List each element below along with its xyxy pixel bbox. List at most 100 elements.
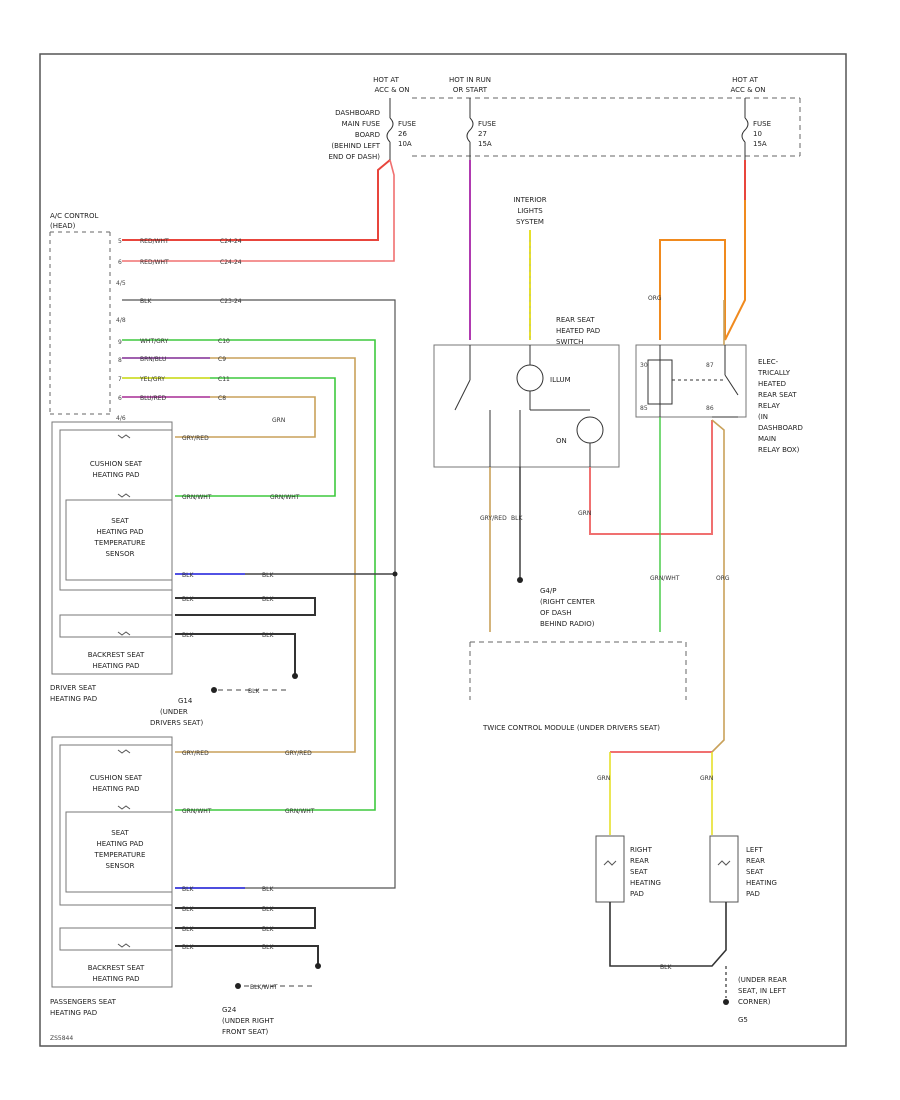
fuse-10-num: 10: [753, 130, 762, 138]
fuse-27-num: 27: [478, 130, 487, 138]
fuse-panel-label-5: END OF DASH): [328, 153, 380, 161]
ground-center-label-4: BEHIND RADIO): [540, 620, 595, 628]
acc-pin-3: 4/5: [116, 280, 126, 287]
fuse-26-name: FUSE: [398, 120, 416, 128]
wire-label-blk: BLK: [140, 298, 152, 305]
passenger-backrest-label-1: BACKREST SEAT: [88, 964, 145, 972]
hot-run-label-2: OR START: [453, 86, 488, 94]
wire-circuit-5: C9: [218, 356, 226, 363]
acc-pin-2: 6: [118, 259, 122, 266]
relay-label-2: TRICALLY: [757, 369, 791, 377]
relay-label-8: MAIN: [758, 435, 776, 443]
acc-pin-4: 4/8: [116, 317, 126, 324]
passenger-sensor-label-1: SEAT: [111, 829, 129, 837]
twice-control-module: TWICE CONTROL MODULE (UNDER DRIVERS SEAT…: [482, 724, 713, 835]
wire-label-grn-1: GRN: [272, 417, 285, 424]
driver-seat-label-2: HEATING PAD: [50, 695, 97, 703]
passenger-sensor-label-4: SENSOR: [106, 862, 135, 870]
fuse-10-name: FUSE: [753, 120, 771, 128]
right-rear-seat-heating-pad: RIGHT REAR SEAT HEATING PAD: [595, 835, 661, 903]
rear-switch-label-1: REAR SEAT: [556, 316, 595, 324]
twice-module-label: TWICE CONTROL MODULE (UNDER DRIVERS SEAT…: [482, 724, 660, 732]
driver-seat-label-1: DRIVER SEAT: [50, 684, 97, 692]
wire-label-gry-red-1: GRY/RED: [182, 435, 209, 442]
passenger-cushion-label-2: HEATING PAD: [92, 785, 139, 793]
ground-rear-label-4: G5: [738, 1016, 748, 1024]
footer-id: ZS5844: [50, 1035, 73, 1042]
wire-blk-acc: [122, 299, 396, 889]
wire-label-blk-9: BLK: [262, 906, 274, 913]
wire-circuit-3: C23-24: [220, 298, 242, 305]
fuse-26: FUSE 26 10A: [386, 98, 416, 160]
rear-switch-label-3: SWITCH: [556, 338, 583, 346]
passenger-seat-wires: GRY/RED GRY/RED GRN/WHT GRN/WHT BLK BLK …: [175, 750, 321, 1036]
left-rear-pad-label-5: PAD: [746, 890, 760, 898]
acc-pin-9: 4/6: [116, 415, 126, 422]
wire-circuit-2: C24-24: [220, 259, 242, 266]
wire-label-wht-gry: WHT/GRY: [140, 338, 169, 345]
wire-label-blu-2: BLK: [182, 886, 194, 893]
wire-label-blu-1: BLK: [182, 572, 194, 579]
wire-label-grn-wht-4: GRN/WHT: [285, 808, 315, 815]
left-rear-pad-label-3: SEAT: [746, 868, 764, 876]
relay-feed-wires: ORG GRN/WHT ORG: [648, 160, 746, 753]
driver-cushion-label-2: HEATING PAD: [92, 471, 139, 479]
relay-pin-30: 30: [640, 362, 648, 369]
rear-ground-wires: BLK (UNDER REAR SEAT, IN LEFT CORNER) G5: [609, 902, 787, 1024]
driver-cushion-label-1: CUSHION SEAT: [90, 460, 143, 468]
wire-blu-red: [122, 396, 316, 438]
hot-acc-label-1: HOT AT: [373, 76, 400, 84]
driver-seat-heating-pad: CUSHION SEAT HEATING PAD SEAT HEATING PA…: [50, 421, 173, 703]
fuse-27-name: FUSE: [478, 120, 496, 128]
passenger-cushion-label-1: CUSHION SEAT: [90, 774, 143, 782]
wire-label-brn-blu: BRN/BLU: [140, 356, 166, 363]
wire-label-blk-10: BLK: [182, 926, 194, 933]
passenger-seat-label-1: PASSENGERS SEAT: [50, 998, 117, 1006]
left-rear-seat-heating-pad: LEFT REAR SEAT HEATING PAD: [709, 835, 777, 903]
fuse-panel-label-2: MAIN FUSE: [342, 120, 380, 128]
acc-control-head: A/C CONTROL (HEAD) 5 6 4/5 4/8 9 8 7 6 4…: [49, 212, 126, 422]
interior-lights-label-3: SYSTEM: [516, 218, 544, 226]
driver-sensor-label-4: SENSOR: [106, 550, 135, 558]
wire-label-grn-wht-2: GRN/WHT: [270, 494, 300, 501]
fuse-26-num: 26: [398, 130, 407, 138]
wire-label-blk-15: BLK: [660, 964, 672, 971]
ground-pass-label-1: G24: [222, 1006, 237, 1014]
fuse-panel-label-4: (BEHIND LEFT: [331, 142, 380, 150]
passenger-backrest-label-2: HEATING PAD: [92, 975, 139, 983]
wire-label-gry-red-4: GRY/RED: [480, 515, 507, 522]
relay-label-5: RELAY: [758, 402, 781, 410]
wire-label-blk-6: BLK: [248, 688, 260, 695]
acc-pin-6: 8: [118, 357, 122, 364]
wire-label-red-1: RED/WHT: [140, 238, 169, 245]
driver-seat-wires: GRY/RED GRN/WHT GRN/WHT BLK BLK BLK BLK …: [150, 435, 398, 727]
relay-pin-86: 86: [706, 405, 714, 412]
passenger-seat-heating-pad: CUSHION SEAT HEATING PAD SEAT HEATING PA…: [50, 736, 173, 1017]
right-rear-pad-label-3: SEAT: [630, 868, 648, 876]
wire-wht-gry: [122, 339, 376, 811]
acc-pin-1: 5: [118, 238, 122, 245]
wire-yel-gry: [122, 377, 336, 497]
relay-label-7: DASHBOARD: [758, 424, 803, 432]
rear-switch-label-2: HEATED PAD: [556, 327, 600, 335]
acc-pin-8: 6: [118, 395, 122, 402]
wire-label-yel-gry: YEL/GRY: [139, 376, 165, 383]
wire-label-grn-2: GRN: [578, 510, 591, 517]
wire-label-grn-3: GRN: [597, 775, 610, 782]
wire-label-blk-14: BLK: [511, 515, 523, 522]
right-rear-pad-label-1: RIGHT: [630, 846, 653, 854]
ground-driver-label-1: G14: [178, 697, 193, 705]
ground-pass-label-3: FRONT SEAT): [222, 1028, 269, 1036]
driver-backrest-label-1: BACKREST SEAT: [88, 651, 145, 659]
ground-center-dash: G4/P (RIGHT CENTER OF DASH BEHIND RADIO): [469, 587, 687, 700]
ground-center-label-2: (RIGHT CENTER: [540, 598, 595, 606]
hot-acc-right-label-2: ACC & ON: [730, 86, 765, 94]
heated-rear-seat-relay: 30 85 87 86 ELEC- TRICALLY HEATED REAR S…: [635, 344, 803, 454]
left-rear-pad-label-2: REAR: [746, 857, 765, 865]
ground-driver-label-3: DRIVERS SEAT): [150, 719, 203, 727]
switch-bottom-wires: GRY/RED BLK GRN: [480, 420, 713, 632]
ground-center-label-1: G4/P: [540, 587, 556, 595]
wire-circuit-7: C8: [218, 395, 226, 402]
fuse-panel: HOT AT ACC & ON HOT IN RUN OR START HOT …: [328, 76, 801, 161]
relay-label-6: (IN: [758, 413, 768, 421]
